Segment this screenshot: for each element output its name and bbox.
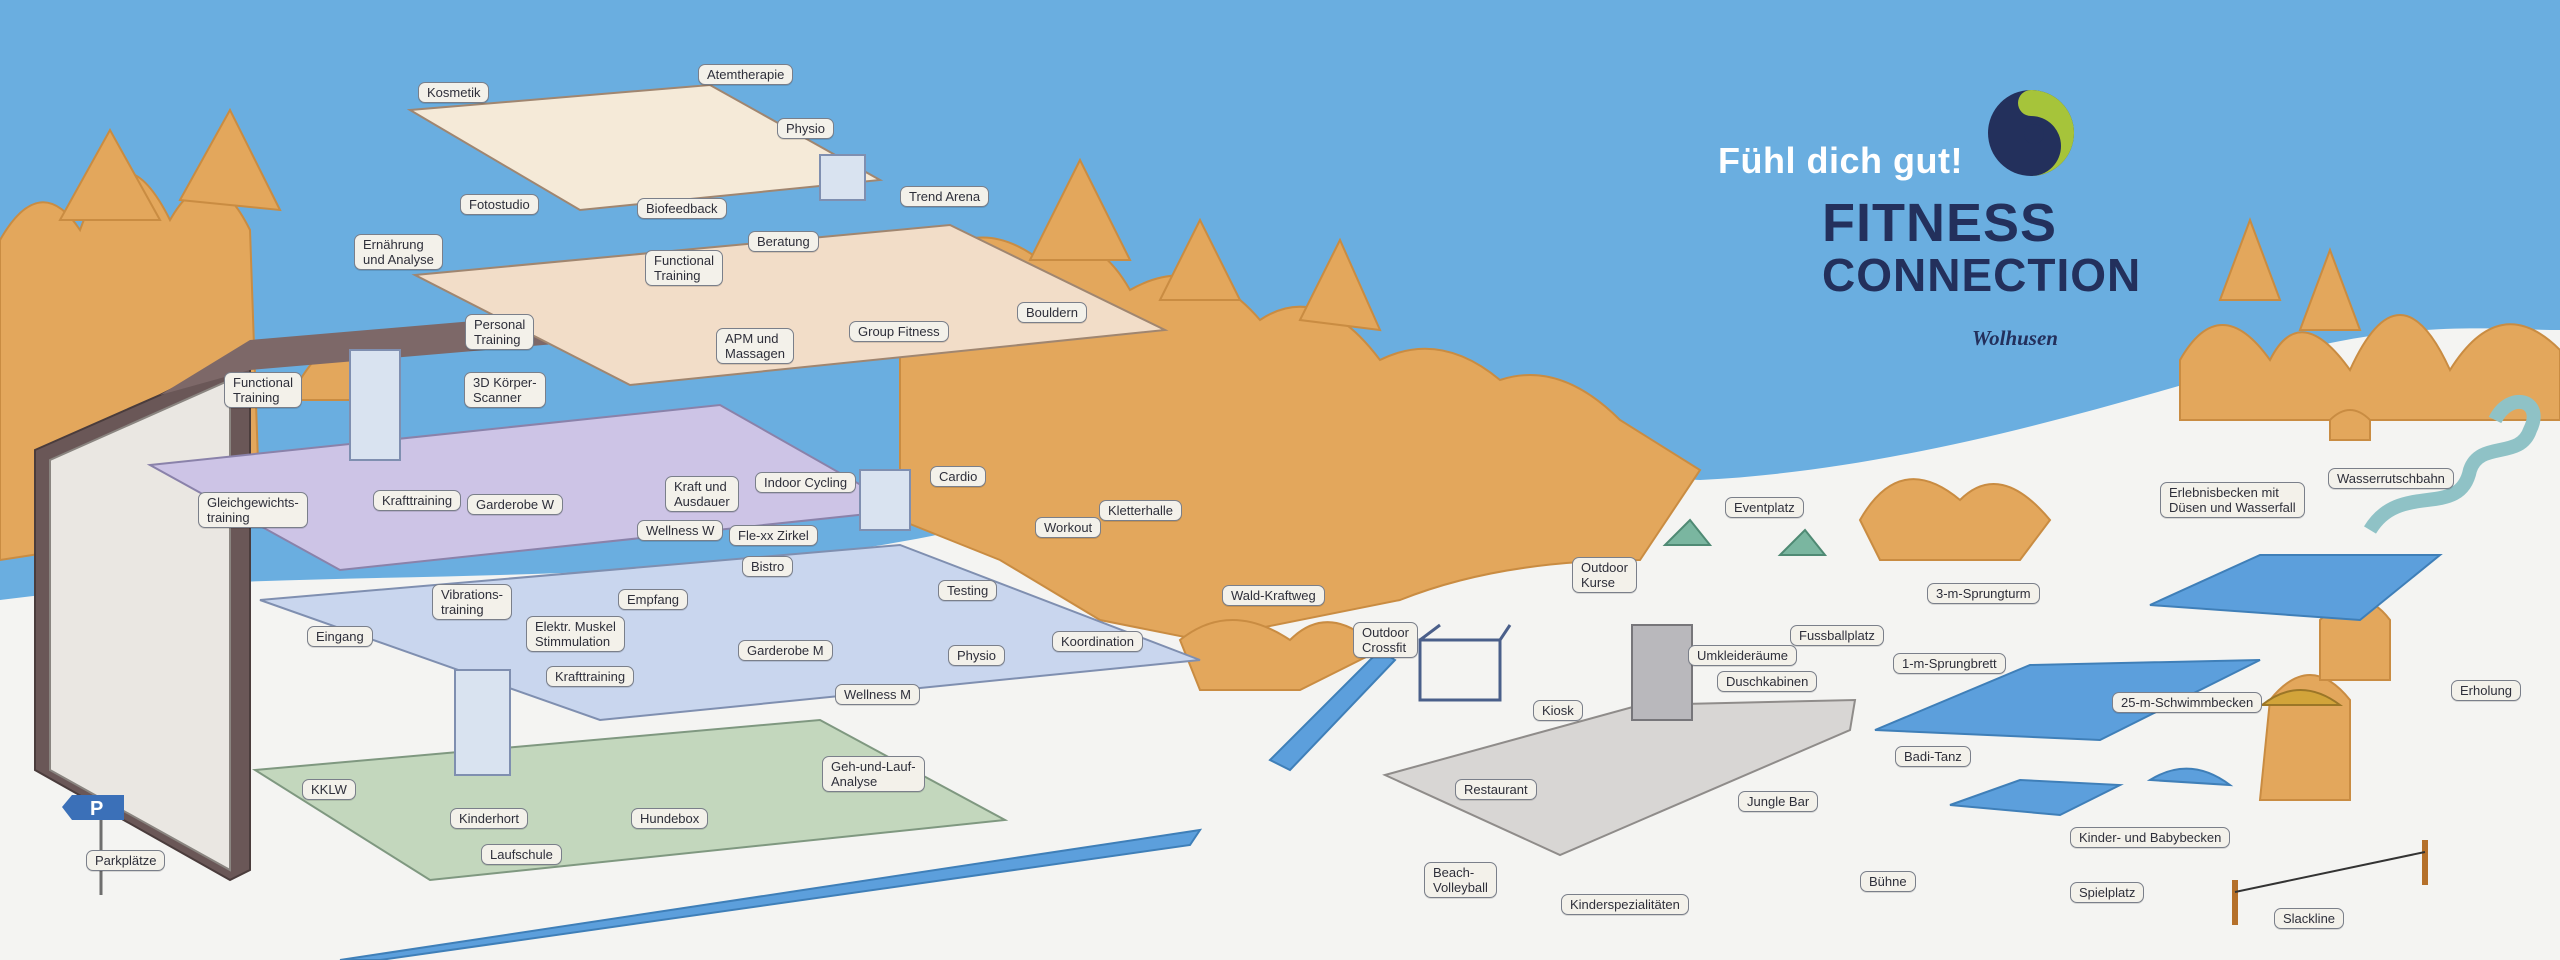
label-kosmetik[interactable]: Kosmetik (418, 82, 490, 103)
label-parkplaetze[interactable]: Parkplätze (86, 850, 166, 871)
label-restaurant[interactable]: Restaurant (1455, 779, 1537, 800)
fitness-connection-logo (1988, 90, 2074, 176)
label-koordination[interactable]: Koordination (1052, 631, 1143, 652)
label-functional-left[interactable]: Functional Training (224, 372, 302, 408)
label-spielplatz[interactable]: Spielplatz (2070, 882, 2145, 903)
label-fussballplatz[interactable]: Fussballplatz (1790, 625, 1884, 646)
elevator-shafts (349, 154, 911, 776)
label-beratung[interactable]: Beratung (748, 231, 819, 252)
label-kinderbecken[interactable]: Kinder- und Babybecken (2070, 827, 2231, 848)
label-wasserrutschbahn[interactable]: Wasserrutschbahn (2328, 468, 2454, 489)
label-geh-lauf[interactable]: Geh-und-Lauf- Analyse (822, 756, 925, 792)
label-flexx[interactable]: Fle-xx Zirkel (729, 525, 818, 546)
brand-name-line1: FITNESS (1822, 193, 2058, 253)
label-erlebnisbecken[interactable]: Erlebnisbecken mit Düsen und Wasserfall (2160, 482, 2305, 518)
label-slackline[interactable]: Slackline (2274, 908, 2345, 929)
label-eingang[interactable]: Eingang (307, 626, 373, 647)
brand-name-line2: CONNECTION (1822, 249, 2142, 301)
label-apm[interactable]: APM und Massagen (716, 328, 794, 364)
label-sprungturm[interactable]: 3-m-Sprungturm (1927, 583, 2040, 604)
label-krafttraining-top[interactable]: Krafttraining (373, 490, 462, 511)
label-cardio[interactable]: Cardio (930, 466, 987, 487)
floor-top (406, 83, 884, 212)
label-functional-top[interactable]: Functional Training (645, 250, 723, 286)
label-personal-training[interactable]: Personal Training (465, 314, 535, 350)
label-gleichgewicht[interactable]: Gleichgewichts- training (198, 492, 308, 528)
label-wald-kraftweg[interactable]: Wald-Kraftweg (1222, 585, 1325, 606)
label-kiosk[interactable]: Kiosk (1533, 700, 1583, 721)
location-name: Wolhusen (1972, 326, 2058, 350)
label-beach-volleyball[interactable]: Beach- Volleyball (1424, 862, 1497, 898)
svg-text:P: P (90, 798, 103, 820)
restaurant-deck (1382, 698, 1857, 857)
floor-ground (251, 718, 1009, 882)
label-schwimmbecken[interactable]: 25-m-Schwimmbecken (2112, 692, 2263, 713)
label-garderobe-m[interactable]: Garderobe M (738, 640, 833, 661)
label-trend-arena[interactable]: Trend Arena (900, 186, 990, 207)
label-krafttraining-low[interactable]: Krafttraining (546, 666, 635, 687)
water-slide (2364, 395, 2541, 534)
label-bistro[interactable]: Bistro (742, 556, 794, 577)
label-group-fitness[interactable]: Group Fitness (849, 321, 949, 342)
label-badi-tanz[interactable]: Badi-Tanz (1895, 746, 1971, 767)
label-physio-mid[interactable]: Physio (948, 645, 1006, 666)
label-laufschule[interactable]: Laufschule (481, 844, 562, 865)
label-jungle-bar[interactable]: Jungle Bar (1738, 791, 1819, 812)
label-vibration[interactable]: Vibrations- training (432, 584, 512, 620)
label-elektr-muskel[interactable]: Elektr. Muskel Stimmulation (526, 616, 625, 652)
slogan: Fühl dich gut! (1718, 140, 1963, 181)
label-erholung[interactable]: Erholung (2451, 680, 2522, 701)
crossfit-rig (1418, 623, 1512, 702)
label-kletterhalle[interactable]: Kletterhalle (1099, 500, 1183, 521)
building-front-face (49, 378, 231, 872)
event-tents (1662, 518, 1828, 556)
label-outdoor-kurse[interactable]: Outdoor Kurse (1572, 557, 1637, 593)
label-fotostudio[interactable]: Fotostudio (460, 194, 539, 215)
label-kraft-ausdauer[interactable]: Kraft und Ausdauer (665, 476, 739, 512)
label-empfang[interactable]: Empfang (618, 589, 689, 610)
beach-umbrellas (2146, 689, 2344, 787)
label-atemtherapie[interactable]: Atemtherapie (698, 64, 794, 85)
stream (339, 828, 1203, 960)
label-biofeedback[interactable]: Biofeedback (637, 198, 727, 219)
label-wellness-w[interactable]: Wellness W (637, 520, 724, 541)
label-hundebox[interactable]: Hundebox (631, 808, 709, 829)
creek (1268, 648, 1397, 772)
pools (1874, 554, 2443, 817)
label-workout[interactable]: Workout (1035, 517, 1102, 538)
label-physio-top[interactable]: Physio (777, 118, 835, 139)
label-sprungbrett[interactable]: 1-m-Sprungbrett (1893, 653, 2006, 674)
label-kklw[interactable]: KKLW (302, 779, 356, 800)
label-kinderhort[interactable]: Kinderhort (450, 808, 528, 829)
slackline (2232, 840, 2428, 925)
label-bouldern[interactable]: Bouldern (1017, 302, 1088, 323)
label-kinderspezialitaeten[interactable]: Kinderspezialitäten (1561, 894, 1689, 915)
label-wellness-m[interactable]: Wellness M (835, 684, 920, 705)
label-umkleideraeume[interactable]: Umkleideräume (1688, 645, 1798, 666)
label-buehne[interactable]: Bühne (1860, 871, 1916, 892)
kiosk-building (1631, 624, 1693, 721)
label-duschkabinen[interactable]: Duschkabinen (1717, 671, 1818, 692)
label-garderobe-w[interactable]: Garderobe W (467, 494, 564, 515)
label-eventplatz[interactable]: Eventplatz (1725, 497, 1804, 518)
label-scanner[interactable]: 3D Körper- Scanner (464, 372, 546, 408)
label-indoor-cycling[interactable]: Indoor Cycling (755, 472, 857, 493)
label-testing[interactable]: Testing (938, 580, 998, 601)
label-outdoor-crossfit[interactable]: Outdoor Crossfit (1353, 622, 1418, 658)
label-ernaehrung[interactable]: Ernährung und Analyse (354, 234, 443, 270)
